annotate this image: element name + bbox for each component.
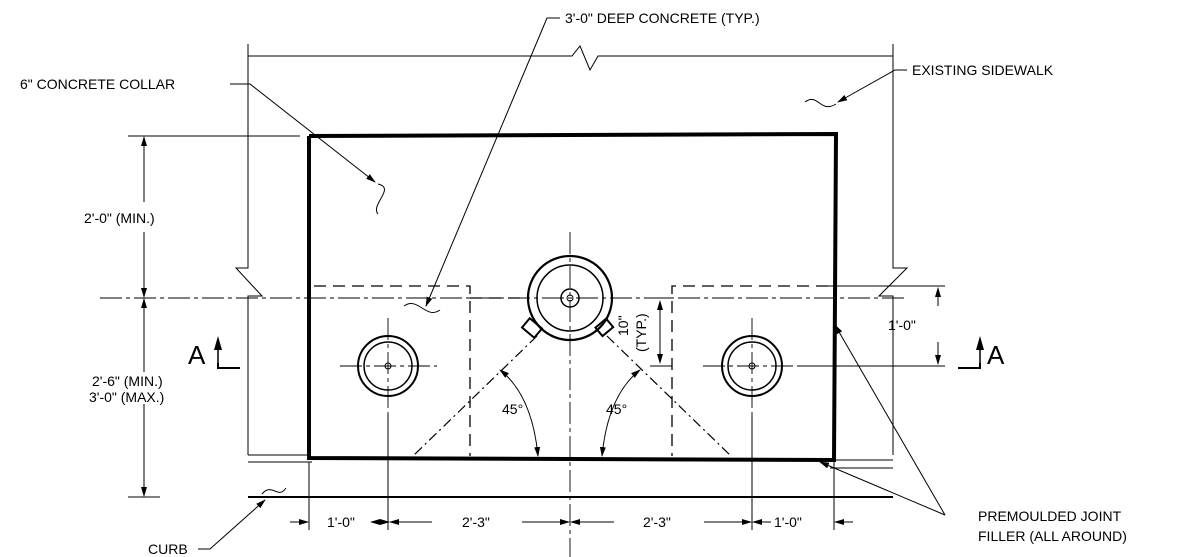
leaders — [198, 17, 946, 550]
section-marker-right: A — [958, 336, 1005, 370]
concrete-collar-outline — [307, 131, 839, 463]
dim-top-left-height: 2'-0" (MIN.) — [84, 210, 155, 226]
dim-bottom-left-max: 3'-0" (MAX.) — [89, 389, 164, 405]
dim-angle-left: 45° — [502, 401, 523, 417]
label-premoulded-2: FILLER (ALL AROUND) — [978, 528, 1127, 544]
label-existing-sidewalk: EXISTING SIDEWALK — [912, 62, 1054, 78]
right-pipe — [721, 335, 783, 397]
center-lines — [100, 232, 905, 557]
label-curb: CURB — [148, 541, 188, 557]
dim-right-offset: 1'-0" — [888, 317, 916, 333]
dimension-lines — [128, 135, 945, 530]
dim-angle-right: 45° — [606, 401, 627, 417]
dim-ten-inch: 10" — [615, 315, 631, 336]
angle-lines — [412, 335, 732, 457]
label-concrete-collar: 6" CONCRETE COLLAR — [20, 76, 175, 92]
label-deep-concrete: 3'-0" DEEP CONCRETE (TYP.) — [565, 10, 760, 26]
dim-bottom-left-min: 2'-6" (MIN.) — [92, 373, 163, 389]
dim-bottom-4: 1'-0" — [774, 514, 802, 530]
section-label-right: A — [987, 340, 1005, 370]
section-marker-left: A — [188, 336, 240, 370]
deep-concrete-outline — [314, 285, 828, 456]
dim-bottom-1: 1'-0" — [327, 514, 355, 530]
dim-ten-inch-typ: (TYP.) — [633, 313, 649, 352]
section-label-left: A — [188, 340, 206, 370]
center-valve — [520, 254, 615, 342]
sidewalk-outline — [234, 44, 909, 498]
dim-bottom-3: 2'-3" — [643, 514, 671, 530]
dim-bottom-2: 2'-3" — [462, 514, 490, 530]
left-pipe — [357, 335, 419, 397]
label-premoulded-1: PREMOULDED JOINT — [978, 508, 1122, 524]
